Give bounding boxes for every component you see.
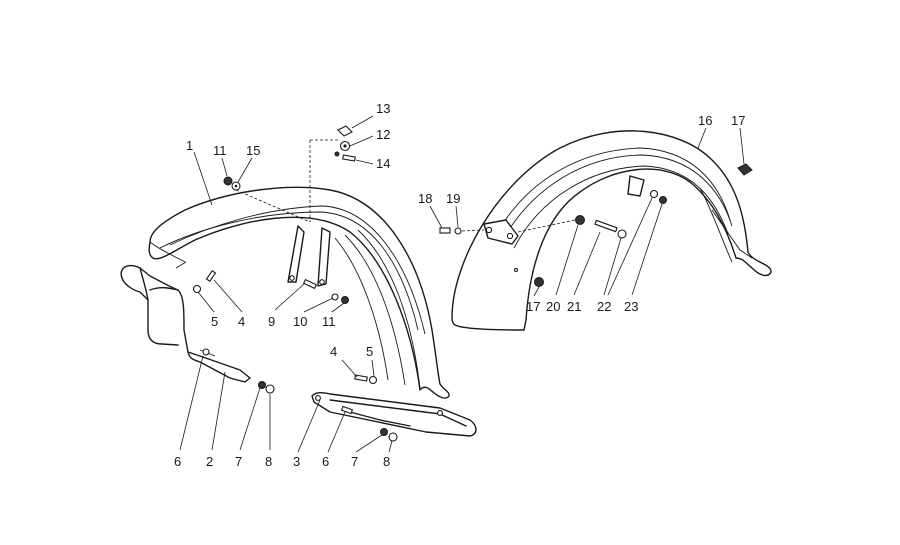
callout-12: 12 <box>376 127 390 142</box>
callout-3: 3 <box>293 454 300 469</box>
front-fender-stay-right <box>311 391 477 437</box>
callout-7-left: 7 <box>235 454 242 469</box>
callout-5-right: 5 <box>366 344 373 359</box>
rear-fender <box>451 130 772 331</box>
callout-14: 14 <box>376 156 390 171</box>
front-fender <box>148 186 450 399</box>
front-fender-hardware <box>192 125 398 442</box>
callout-6-left: 6 <box>174 454 181 469</box>
callout-6-right: 6 <box>322 454 329 469</box>
callout-15: 15 <box>246 143 260 158</box>
callout-labels: 1 11 15 13 12 14 5 4 9 10 11 4 5 6 2 7 8… <box>174 101 745 469</box>
callout-10: 10 <box>293 314 307 329</box>
callout-18: 18 <box>418 191 432 206</box>
callout-23: 23 <box>624 299 638 314</box>
callout-8-right: 8 <box>383 454 390 469</box>
front-fender-stay-left <box>120 264 251 383</box>
callout-4-right: 4 <box>330 344 337 359</box>
callout-20: 20 <box>546 299 560 314</box>
callout-19: 19 <box>446 191 460 206</box>
callout-8-left: 8 <box>265 454 272 469</box>
callout-17-bottom: 17 <box>526 299 540 314</box>
callout-1: 1 <box>186 138 193 153</box>
callout-21: 21 <box>567 299 581 314</box>
callout-17-top: 17 <box>731 113 745 128</box>
callout-2: 2 <box>206 454 213 469</box>
callout-13: 13 <box>376 101 390 116</box>
callout-9: 9 <box>268 314 275 329</box>
rear-fender-hardware <box>439 163 753 287</box>
callout-16: 16 <box>698 113 712 128</box>
callout-5-left: 5 <box>211 314 218 329</box>
callout-22-a: 22 <box>597 299 611 314</box>
callout-4-left: 4 <box>238 314 245 329</box>
callout-11-mid: 11 <box>322 314 336 329</box>
leader-lines <box>179 115 745 453</box>
callout-7-right: 7 <box>351 454 358 469</box>
callout-11-top: 11 <box>213 143 227 158</box>
